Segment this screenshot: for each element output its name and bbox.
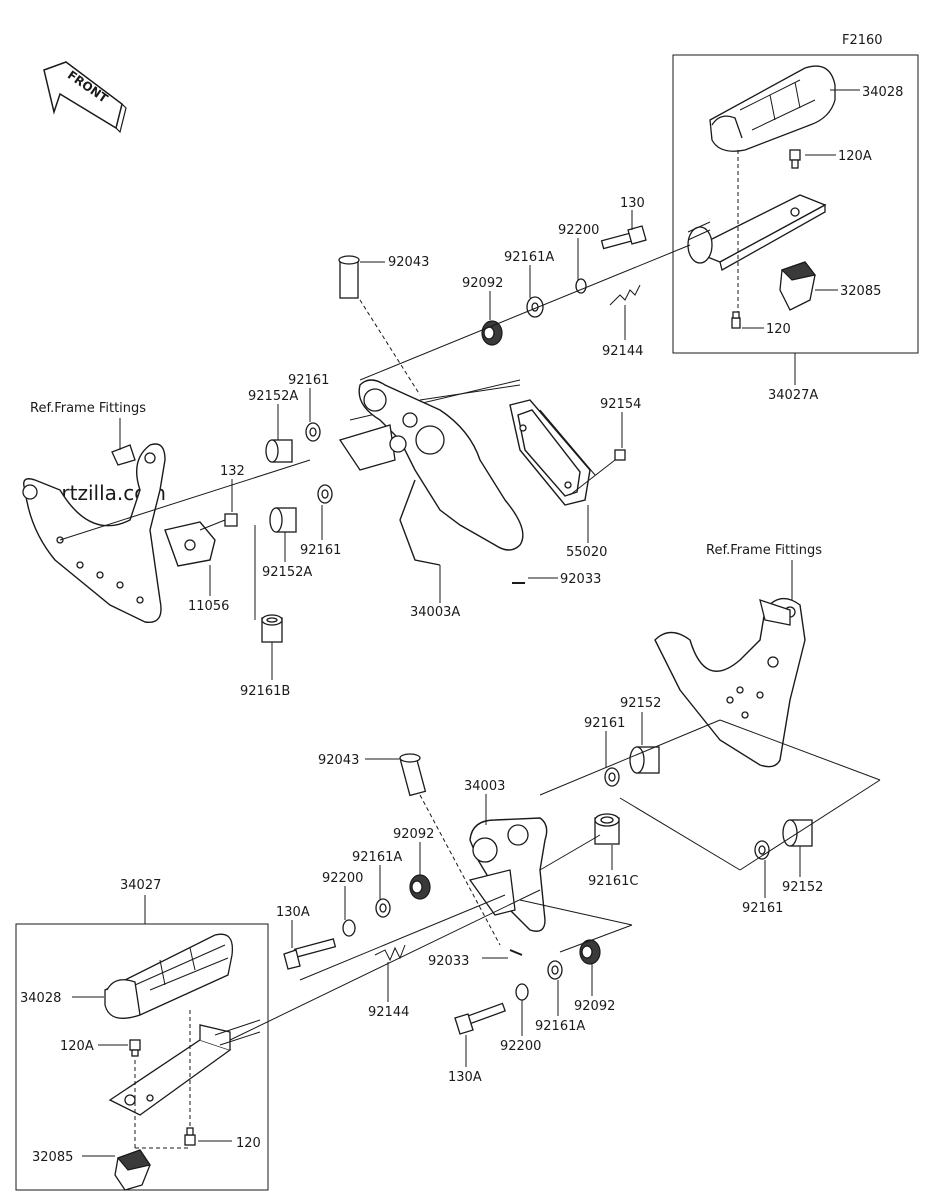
label-92152A-top1: 92152A <box>248 389 298 404</box>
label-120A-bot: 120A <box>60 1039 94 1054</box>
washer-92200-b1 <box>342 919 356 937</box>
frame-fitting-right <box>654 597 806 768</box>
label-92161A-b2: 92161A <box>535 1019 585 1034</box>
footpeg-body-bot <box>108 1019 261 1116</box>
label-130A-b2: 130A <box>448 1070 482 1085</box>
figure-code: F2160 <box>842 33 883 48</box>
pin-92043-bot <box>399 753 427 797</box>
collar-92161B <box>261 614 283 643</box>
bracket-11056 <box>164 521 216 567</box>
bolt-130A-b2 <box>454 1002 506 1035</box>
bracket-34003A <box>338 379 524 566</box>
bolt-120A-top <box>789 149 801 169</box>
label-130A-b1: 130A <box>276 905 310 920</box>
bolt-120-top <box>731 311 741 329</box>
bolt-120A-bot <box>129 1039 141 1057</box>
label-92200-b1: 92200 <box>322 871 363 886</box>
bushing-92152-b1 <box>629 746 660 774</box>
label-92092-top: 92092 <box>462 276 503 291</box>
footpeg-rubber-bot <box>104 933 234 1019</box>
spring-92144-top <box>609 284 641 306</box>
front-arrow-icon: FRONT <box>43 61 127 134</box>
bushing-92152A-top1 <box>265 439 293 463</box>
label-92144-bot: 92144 <box>368 1005 409 1020</box>
washer-92200-top <box>575 278 587 294</box>
label-32085-bot: 32085 <box>32 1150 73 1165</box>
label-92152A-top2: 92152A <box>262 565 312 580</box>
label-92152-b2: 92152 <box>782 880 823 895</box>
label-92161-top2: 92161 <box>300 543 341 558</box>
label-92161C: 92161C <box>588 874 638 889</box>
footpeg-rubber-top <box>709 65 836 152</box>
inset-box-34027 <box>15 923 269 1191</box>
label-34028-top: 34028 <box>862 85 903 100</box>
label-34027: 34027 <box>120 878 161 893</box>
label-92161A-b1: 92161A <box>352 850 402 865</box>
label-120-top: 120 <box>766 322 791 337</box>
label-132: 132 <box>220 464 245 479</box>
bolt-130A-b1 <box>283 938 337 970</box>
pin-92033-bot <box>509 949 523 956</box>
washer-92200-b2 <box>515 983 529 1001</box>
footpeg-body-top <box>687 194 827 271</box>
label-92043-top: 92043 <box>388 255 429 270</box>
bushing-92092-b2 <box>579 939 601 965</box>
bushing-92152A-top2 <box>269 507 297 533</box>
bushing-92092-top <box>481 320 503 346</box>
label-92200-b2: 92200 <box>500 1039 541 1054</box>
bushing-92092-b1 <box>409 874 431 900</box>
label-34027A: 34027A <box>768 388 818 403</box>
label-34003: 34003 <box>464 779 505 794</box>
label-34003A: 34003A <box>410 605 460 620</box>
label-130: 130 <box>620 196 645 211</box>
slider-32085-top <box>779 261 817 311</box>
pin-92043-top <box>338 255 360 299</box>
label-92033-bot: 92033 <box>428 954 469 969</box>
ref-frame-label-bottom: Ref.Frame Fittings <box>706 543 822 558</box>
frame-fitting-left <box>22 443 166 624</box>
label-120A-top: 120A <box>838 149 872 164</box>
label-92144-top: 92144 <box>602 344 643 359</box>
bolt-130 <box>600 225 647 250</box>
label-92161-top1: 92161 <box>288 373 329 388</box>
label-34028-bot: 34028 <box>20 991 61 1006</box>
label-92161B: 92161B <box>240 684 290 699</box>
label-92092-b1: 92092 <box>393 827 434 842</box>
label-92043-bot: 92043 <box>318 753 359 768</box>
label-32085-top: 32085 <box>840 284 881 299</box>
bolt-92154 <box>569 449 626 496</box>
bolt-132 <box>199 513 238 531</box>
collar-92161C <box>594 813 620 845</box>
guard-55020 <box>509 399 591 506</box>
label-92154: 92154 <box>600 397 641 412</box>
ref-frame-label-top: Ref.Frame Fittings <box>30 401 146 416</box>
label-92092-b2: 92092 <box>574 999 615 1014</box>
bolt-120-bot <box>184 1127 196 1146</box>
label-11056: 11056 <box>188 599 229 614</box>
label-92161-b1: 92161 <box>584 716 625 731</box>
bracket-34003 <box>468 817 548 932</box>
slider-32085-bot <box>114 1149 151 1191</box>
label-92200-top: 92200 <box>558 223 599 238</box>
bushing-92152-b2 <box>782 819 813 847</box>
label-55020: 55020 <box>566 545 607 560</box>
spring-92144-bot <box>374 944 406 962</box>
label-92161A-top: 92161A <box>504 250 554 265</box>
label-120-bot: 120 <box>236 1136 261 1151</box>
label-92152-b1: 92152 <box>620 696 661 711</box>
label-92033-top: 92033 <box>560 572 601 587</box>
label-92161-b2: 92161 <box>742 901 783 916</box>
